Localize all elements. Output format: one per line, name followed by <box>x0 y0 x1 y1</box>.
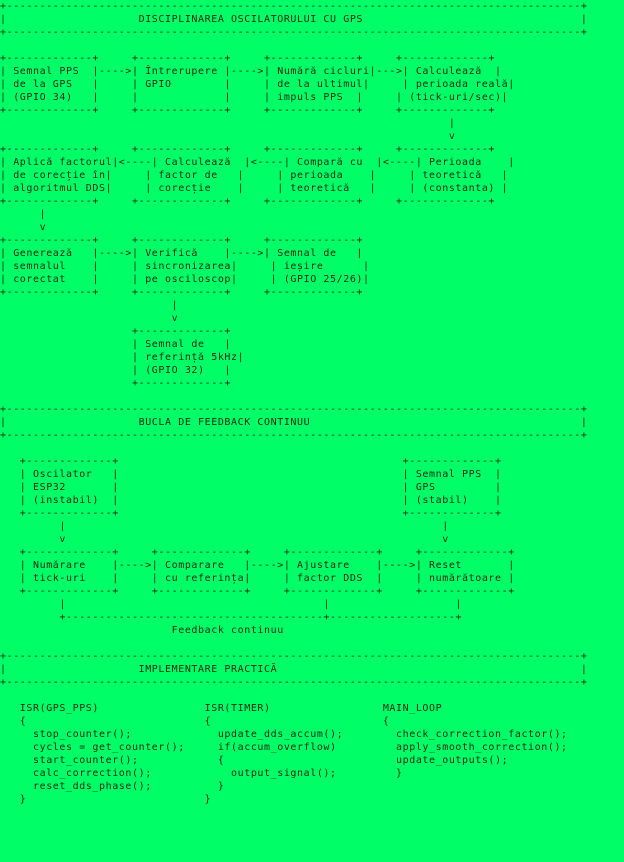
diagram-line: | | | <box>0 599 463 610</box>
diagram-line: +-------------+ +-------------+ +-------… <box>0 547 515 558</box>
diagram-line: | Generează |---->| Verifică |---->| Sem… <box>0 248 364 259</box>
diagram-line <box>0 689 587 702</box>
diagram-line: +-------------+ <box>0 378 232 389</box>
diagram-line <box>0 442 587 455</box>
diagram-line: cycles = get_counter(); if(accum_overflo… <box>0 742 568 753</box>
diagram-line: +---------------------------------------… <box>0 404 588 415</box>
diagram-line: +---------------------------------------… <box>0 27 588 38</box>
diagram-line: | Numărare |---->| Comparare |---->| Aju… <box>0 560 515 571</box>
diagram-line: | tick-uri | | cu referința| | factor DD… <box>0 573 515 584</box>
ascii-diagram: +---------------------------------------… <box>0 1 588 805</box>
diagram-line: +-------------+ +-------------+ <box>0 508 502 519</box>
diagram-line: Feedback continuu <box>0 625 284 636</box>
diagram-line: stop_counter(); update_dds_accum(); chec… <box>0 729 568 740</box>
diagram-line: | Aplică factorul|<----| Calculează |<--… <box>0 157 515 168</box>
diagram-line: +---------------------------------------… <box>0 1 588 12</box>
diagram-line <box>0 39 587 52</box>
diagram-line: | referință 5kHz| <box>0 352 245 363</box>
diagram-line: +-------------+ +-------------+ <box>0 456 502 467</box>
diagram-line: v <box>0 131 456 142</box>
diagram-line: +-------------+ +-------------+ +-------… <box>0 105 496 116</box>
diagram-line: +-------------+ +-------------+ +-------… <box>0 144 496 155</box>
diagram-line: calc_correction(); output_signal(); } <box>0 768 403 779</box>
diagram-line: | <box>0 300 179 311</box>
diagram-line: | de la GPS | | GPIO | | de la ultimul| … <box>0 79 515 90</box>
diagram-line: ISR(GPS_PPS) ISR(TIMER) MAIN_LOOP <box>0 703 443 714</box>
diagram-line: +---------------------------------------… <box>0 612 463 623</box>
diagram-line: v <box>0 313 179 324</box>
diagram-line: | algoritmul DDS| | corecție | | teoreti… <box>0 183 509 194</box>
diagram-line: | BUCLA DE FEEDBACK CONTINUU | <box>0 417 588 428</box>
diagram-line: +---------------------------------------… <box>0 651 588 662</box>
diagram-line: v <box>0 222 47 233</box>
diagram-line: { { { <box>0 716 390 727</box>
diagram-line: start_counter(); { update_outputs(); <box>0 755 509 766</box>
diagram-line: reset_dds_phase(); } <box>0 781 225 792</box>
diagram-line: +-------------+ +-------------+ +-------… <box>0 287 364 298</box>
diagram-line: +---------------------------------------… <box>0 677 588 688</box>
diagram-line: } } <box>0 794 212 805</box>
diagram-line <box>0 637 587 650</box>
diagram-line: | corectat | | pe osciloscop| | (GPIO 25… <box>0 274 370 285</box>
diagram-line: | Semnal de | <box>0 339 232 350</box>
diagram-line: | (GPIO 34) | | | | impuls PPS | | (tick… <box>0 92 509 103</box>
diagram-line: +-------------+ +-------------+ +-------… <box>0 53 496 64</box>
diagram-line: +-------------+ <box>0 326 232 337</box>
diagram-line: | de corecție în| | factor de | | perioa… <box>0 170 509 181</box>
diagram-line: | DISCIPLINAREA OSCILATORULUI CU GPS | <box>0 14 588 25</box>
diagram-line <box>0 390 587 403</box>
diagram-line: | (instabil) | | (stabil) | <box>0 495 502 506</box>
diagram-line: | semnalul | | sincronizarea| | ieșire | <box>0 261 370 272</box>
diagram-line: | <box>0 209 47 220</box>
diagram-line: | <box>0 118 456 129</box>
diagram-line: +-------------+ +-------------+ +-------… <box>0 235 364 246</box>
diagram-line: | Semnal PPS |---->| Întrerupere |---->|… <box>0 66 502 77</box>
diagram-line: | Oscilator | | Semnal PPS | <box>0 469 502 480</box>
diagram-line: +-------------+ +-------------+ +-------… <box>0 586 515 597</box>
diagram-line: +-------------+ +-------------+ +-------… <box>0 196 496 207</box>
diagram-line: | IMPLEMENTARE PRACTICĂ | <box>0 664 588 675</box>
diagram-line: | ESP32 | | GPS | <box>0 482 502 493</box>
diagram-line: +---------------------------------------… <box>0 430 588 441</box>
diagram-line: v v <box>0 534 449 545</box>
diagram-line: | | <box>0 521 449 532</box>
diagram-line: | (GPIO 32) | <box>0 365 232 376</box>
